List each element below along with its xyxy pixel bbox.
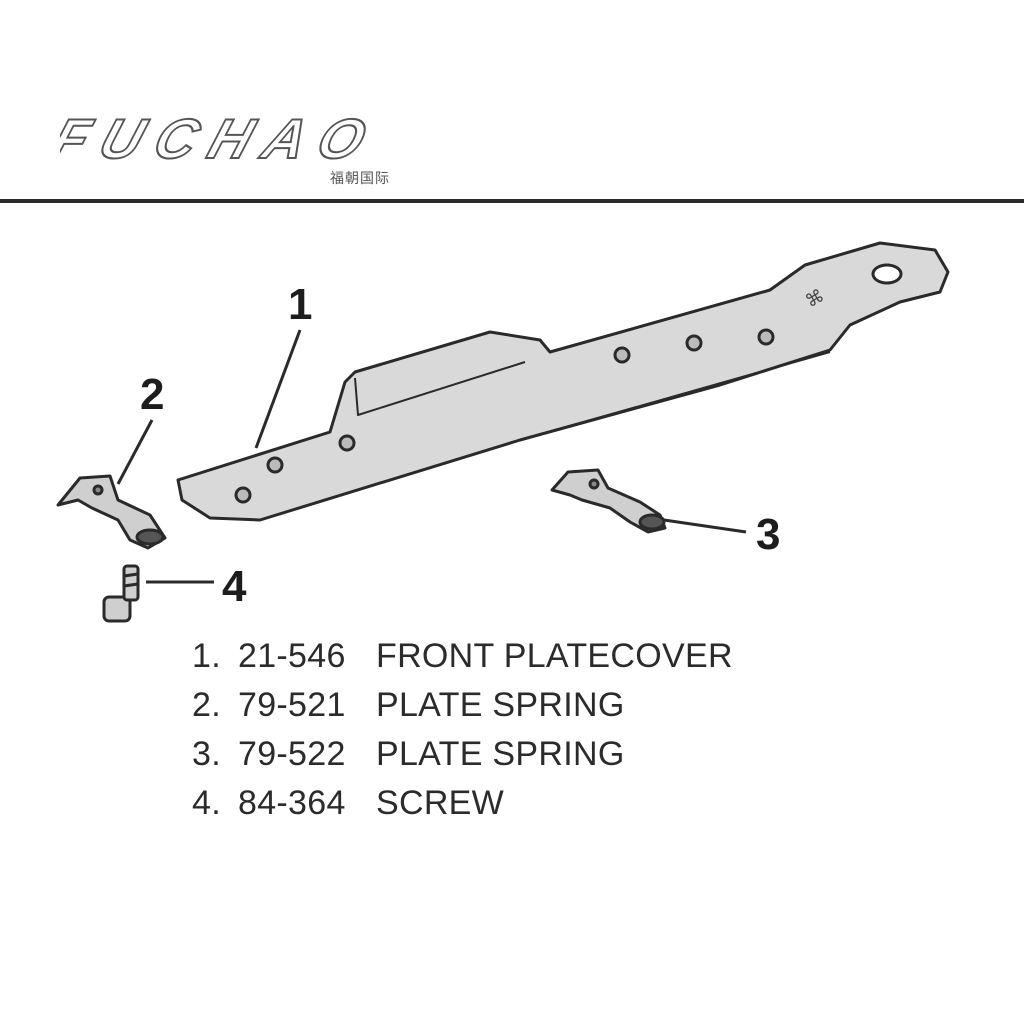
leader-line-3 xyxy=(663,518,747,534)
callout-1: 1 xyxy=(288,280,313,329)
callout-3: 3 xyxy=(756,510,781,559)
part-code: 84-364 xyxy=(238,784,346,822)
part-number: 1. xyxy=(192,637,221,675)
part-code: 79-521 xyxy=(238,686,346,724)
legend-row: 1. 21-546 FRONT PLATECOVER xyxy=(192,636,733,685)
callout-4: 4 xyxy=(222,562,247,611)
part-number: 2. xyxy=(192,686,221,724)
part-code: 79-522 xyxy=(238,735,346,773)
brand-subtitle: 福朝国际 xyxy=(330,171,390,187)
part-name: FRONT PLATECOVER xyxy=(376,637,733,675)
front-plate-cover-part: ⌘ xyxy=(176,241,950,522)
parts-legend: 1. 21-546 FRONT PLATECOVER 2. 79-521 PLA… xyxy=(192,636,733,832)
legend-row: 2. 79-521 PLATE SPRING xyxy=(192,685,733,734)
svg-text:FUCHAO: FUCHAO xyxy=(60,108,387,168)
part-number: 3. xyxy=(192,735,221,773)
part-name: SCREW xyxy=(376,784,505,822)
leader-line-2 xyxy=(116,419,154,485)
screw-part xyxy=(102,564,140,623)
part-number: 4. xyxy=(192,784,221,822)
legend-row: 3. 79-522 PLATE SPRING xyxy=(192,734,733,783)
plate-spring-left-part xyxy=(56,474,167,550)
header: FUCHAO 福朝国际 xyxy=(0,0,1024,200)
fuchao-logo: FUCHAO xyxy=(60,108,388,168)
part-name: PLATE SPRING xyxy=(376,686,625,724)
callout-2: 2 xyxy=(140,370,165,419)
part-code: 21-546 xyxy=(238,637,346,675)
plate-spring-right-part xyxy=(550,468,667,534)
header-divider xyxy=(0,199,1024,203)
part-name: PLATE SPRING xyxy=(376,735,625,773)
legend-row: 4. 84-364 SCREW xyxy=(192,783,733,832)
leader-line-1 xyxy=(254,329,302,449)
